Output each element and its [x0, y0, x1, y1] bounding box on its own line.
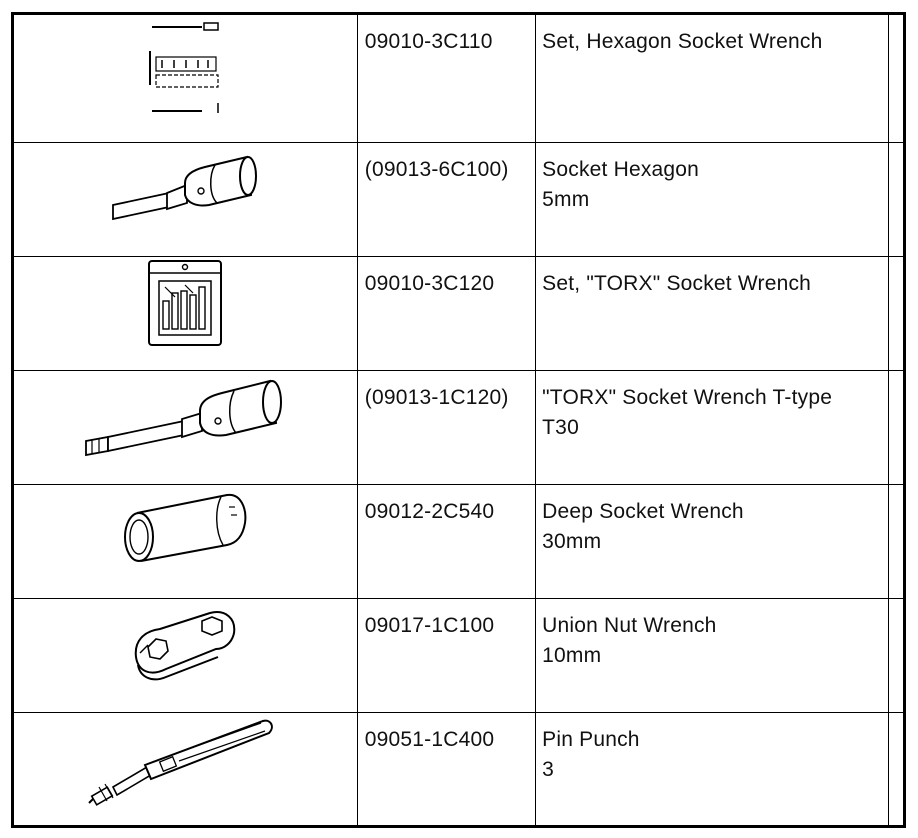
- tool-name: Union Nut Wrench: [542, 613, 717, 637]
- tool-name-cell: Set, "TORX" Socket Wrench: [535, 256, 889, 372]
- part-number: 09051-1C400: [364, 727, 495, 751]
- part-number: 09012-2C540: [364, 500, 495, 524]
- tool-name-cell: Union Nut Wrench 10mm: [535, 597, 889, 713]
- table-row: 09010-3C120 Set, "TORX" Socket Wrench: [12, 256, 906, 372]
- part-number-cell: (09013-1C120): [356, 370, 537, 486]
- special-tools-table: 09010-3C110 Set, Hexagon Socket Wrench (…: [11, 12, 906, 828]
- tool-name: Deep Socket Wrench: [542, 500, 744, 524]
- illustration-cell: [12, 12, 358, 144]
- union-nut-wrench-icon: [135, 611, 236, 681]
- tool-name-cell: Pin Punch 3: [535, 711, 889, 828]
- table-row: (09013-1C120) "TORX" Socket Wrench T-typ…: [12, 370, 906, 486]
- table-row: 09017-1C100 Union Nut Wrench 10mm: [12, 597, 906, 713]
- tool-detail: 3: [542, 757, 555, 781]
- blank-cell: [887, 370, 906, 486]
- tool-name-cell: "TORX" Socket Wrench T-type T30: [535, 370, 889, 486]
- blank-cell: [887, 142, 906, 258]
- illustration-cell: [12, 597, 358, 713]
- table-row: 09012-2C540 Deep Socket Wrench 30mm: [12, 484, 906, 599]
- part-number: 09010-3C120: [364, 272, 495, 296]
- tool-name: Pin Punch: [542, 727, 640, 751]
- hexagon-socket-icon: [112, 155, 258, 221]
- part-number: 09010-3C110: [364, 30, 493, 53]
- tool-name: Socket Hexagon: [542, 158, 700, 182]
- tool-name: "TORX" Socket Wrench T-type: [542, 386, 833, 410]
- blank-cell: [887, 484, 906, 599]
- table-row: 09051-1C400 Pin Punch 3: [12, 711, 906, 828]
- part-number-cell: 09010-3C120: [356, 256, 537, 372]
- tool-name-cell: Socket Hexagon 5mm: [535, 142, 889, 258]
- illustration-cell: [12, 142, 358, 258]
- table-row: 09010-3C110 Set, Hexagon Socket Wrench: [12, 12, 906, 144]
- blank-cell: [887, 12, 906, 144]
- hexagon-socket-set-case-icon: [149, 22, 220, 113]
- blank-cell: [887, 597, 906, 713]
- table-row: (09013-6C100) Socket Hexagon 5mm: [12, 142, 906, 258]
- illustration-cell: [12, 484, 358, 599]
- illustration-cell: [12, 256, 358, 372]
- part-number-cell: 09012-2C540: [356, 484, 537, 599]
- pin-punch-icon: [88, 719, 274, 806]
- blank-cell: [887, 256, 906, 372]
- blank-cell: [887, 711, 906, 828]
- tool-name-cell: Deep Socket Wrench 30mm: [535, 484, 889, 599]
- tool-name-cell: Set, Hexagon Socket Wrench: [535, 12, 889, 144]
- part-number: (09013-1C120): [364, 386, 509, 410]
- torx-socket-icon: [85, 379, 283, 457]
- tool-detail: T30: [542, 416, 579, 440]
- tool-name: Set, Hexagon Socket Wrench: [542, 30, 823, 53]
- part-number: 09017-1C100: [364, 613, 495, 637]
- illustration-cell: [12, 711, 358, 828]
- deep-socket-icon: [124, 494, 247, 563]
- torx-socket-set-case-icon: [148, 260, 223, 347]
- part-number-cell: 09017-1C100: [356, 597, 537, 713]
- tool-detail: 30mm: [542, 530, 602, 554]
- part-number-cell: 09051-1C400: [356, 711, 537, 828]
- part-number: (09013-6C100): [364, 158, 509, 182]
- part-number-cell: (09013-6C100): [356, 142, 537, 258]
- tool-detail: 5mm: [542, 188, 590, 212]
- illustration-cell: [12, 370, 358, 486]
- tool-name: Set, "TORX" Socket Wrench: [542, 272, 812, 296]
- part-number-cell: 09010-3C110: [356, 12, 537, 144]
- tool-detail: 10mm: [542, 643, 602, 667]
